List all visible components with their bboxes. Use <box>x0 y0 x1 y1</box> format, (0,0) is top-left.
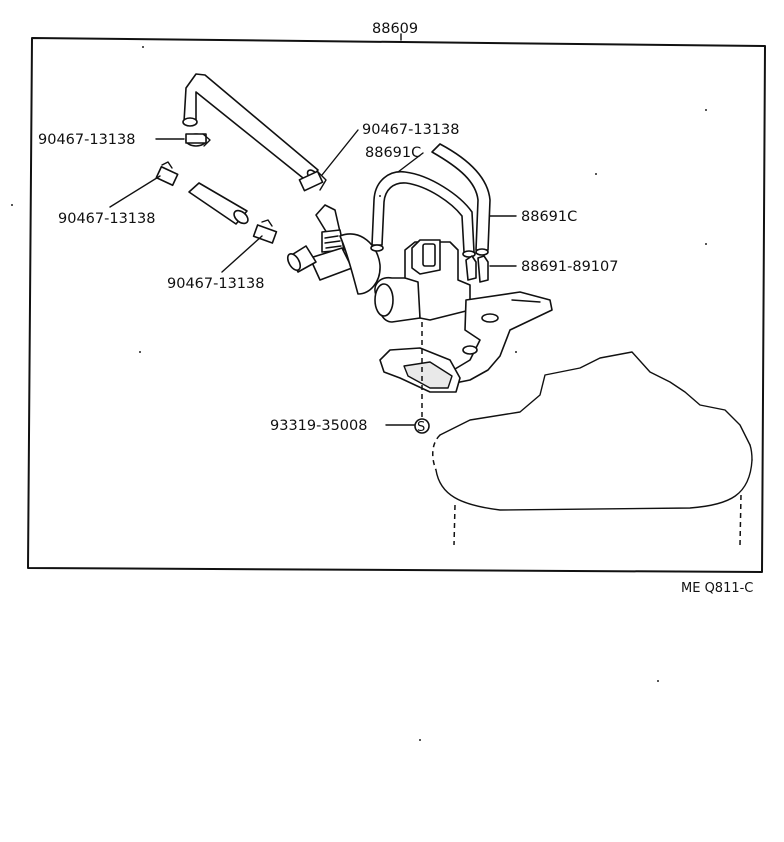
callout-vsv: 88691-89107 <box>521 259 619 275</box>
callout-bolt: 93319-35008 <box>270 418 368 434</box>
check-valve-fitting <box>286 204 381 295</box>
footer-code: ME Q811-C <box>681 581 753 596</box>
callout-hose-upper: 88691C <box>365 145 421 161</box>
upper-vacuum-hose <box>182 73 320 183</box>
callout-clamp-lower: 90467-13138 <box>167 276 265 292</box>
bolt-marker: S <box>414 418 430 435</box>
hose-clamp-mid-left <box>155 161 179 187</box>
arched-vacuum-hose <box>370 171 476 258</box>
hose-clamp-lower <box>252 219 278 244</box>
callout-clamp-top-left: 90467-13138 <box>38 132 136 148</box>
bolt-marker-letter: S <box>417 420 425 435</box>
callout-clamp-mid-left: 90467-13138 <box>58 211 156 227</box>
mounting-bracket <box>379 291 553 393</box>
leader-lines <box>109 129 517 426</box>
callout-hose-right: 88691C <box>521 209 577 225</box>
diagram-frame <box>27 33 766 573</box>
short-hose <box>188 182 249 225</box>
hose-clamp-upper-right <box>298 170 327 192</box>
right-vacuum-hose <box>431 143 491 256</box>
callout-clamp-upper-right: 90467-13138 <box>362 122 460 138</box>
vacuum-switching-valve <box>374 239 489 323</box>
hose-clamp-top-left <box>185 133 211 147</box>
scan-specks <box>11 46 707 741</box>
engine-outline <box>432 351 753 546</box>
assembly-number-label: 88609 <box>372 21 418 37</box>
